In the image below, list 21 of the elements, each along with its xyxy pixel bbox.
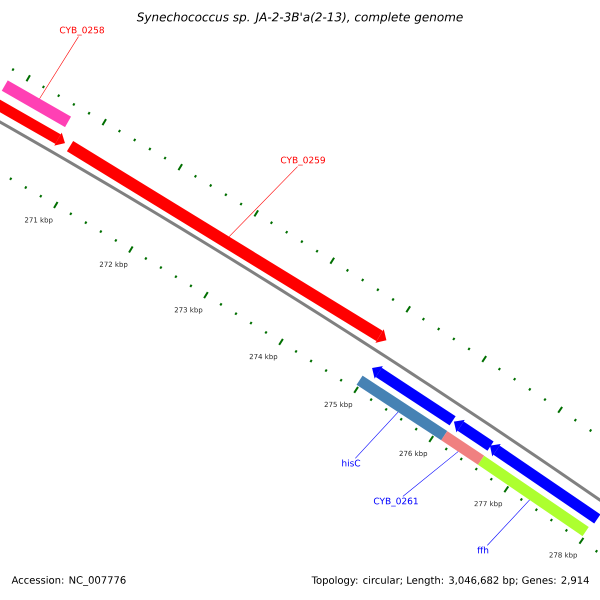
title: Synechococcus sp. JA-2-3B'a(2-13), complete genome [136,12,463,24]
leader-line [487,500,530,546]
genome-info-note: Topology: circular; Length: 3,046,682 bp; Genes: 2,914 [312,576,589,586]
leader-line [39,36,79,99]
gene-label: ffh [477,546,488,554]
leader-line [228,166,298,237]
gene-label: CYB_0261 [374,498,418,506]
gene-bar [0,98,65,146]
gene-bar [490,444,600,524]
gene-label: hisC [342,460,360,466]
leader-line [402,451,458,497]
gene-bar [372,366,456,426]
gene-label: CYB_0258 [60,26,104,36]
gene-bar [441,431,484,465]
gene-bar [66,141,386,343]
accession-note: Accession: NC_007776 [12,576,126,586]
gene-bar [2,80,72,128]
leader-line [355,412,398,459]
gene-label: CYB_0259 [280,156,325,166]
gene-bar [454,420,494,451]
gene-bar [356,376,448,440]
